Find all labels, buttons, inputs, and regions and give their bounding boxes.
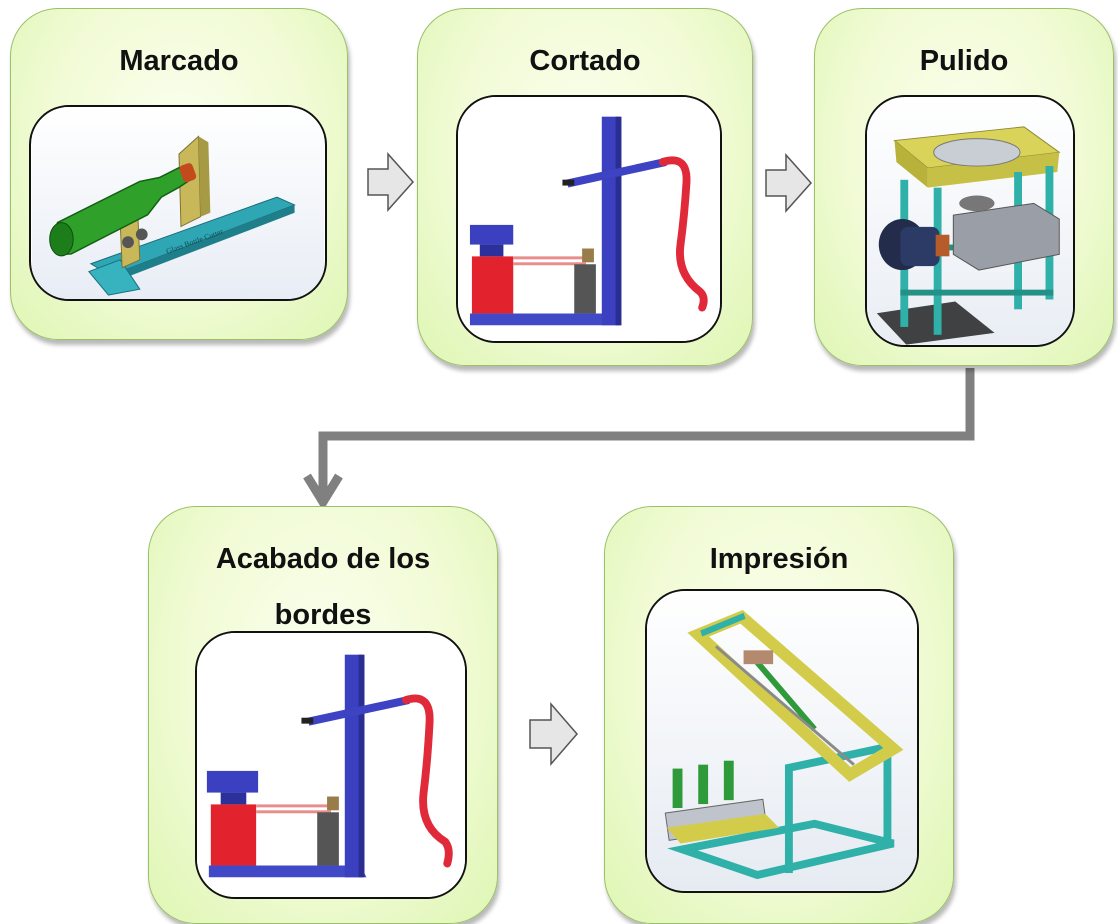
screen-printing-frame-icon (647, 591, 917, 891)
step-arrow-icon (765, 153, 813, 213)
edge-finishing-rig-icon (197, 633, 465, 897)
step-card-cortado: Cortado (417, 8, 753, 366)
step-card-acabado: Acabado de los bordes (148, 506, 498, 924)
step-illustration-acabado (195, 631, 467, 899)
polishing-machine-icon (867, 97, 1073, 345)
bottle-marking-jig-icon: Glass Bottle Cutter (32, 107, 324, 299)
step-title: Impresión (709, 543, 849, 575)
step-title-line2: bordes (274, 599, 372, 631)
step-title: Cortado (529, 45, 641, 77)
bottle-cutting-rig-icon (458, 97, 720, 341)
step-arrow-icon (529, 702, 578, 766)
step-title: Marcado (119, 45, 239, 77)
step-illustration-pulido (865, 95, 1075, 347)
step-card-pulido: Pulido (814, 8, 1114, 366)
step-illustration-marcado: Glass Bottle Cutter (29, 105, 327, 301)
step-title: Pulido (919, 45, 1009, 77)
step-title-line1: Acabado de los (215, 543, 431, 575)
step-arrow-icon (367, 152, 415, 212)
step-illustration-impresion (645, 589, 919, 893)
step-card-impresion: Impresión (604, 506, 954, 924)
step-illustration-cortado (456, 95, 722, 343)
step-card-marcado: Marcado Glass Bottle Cutter (10, 8, 348, 340)
